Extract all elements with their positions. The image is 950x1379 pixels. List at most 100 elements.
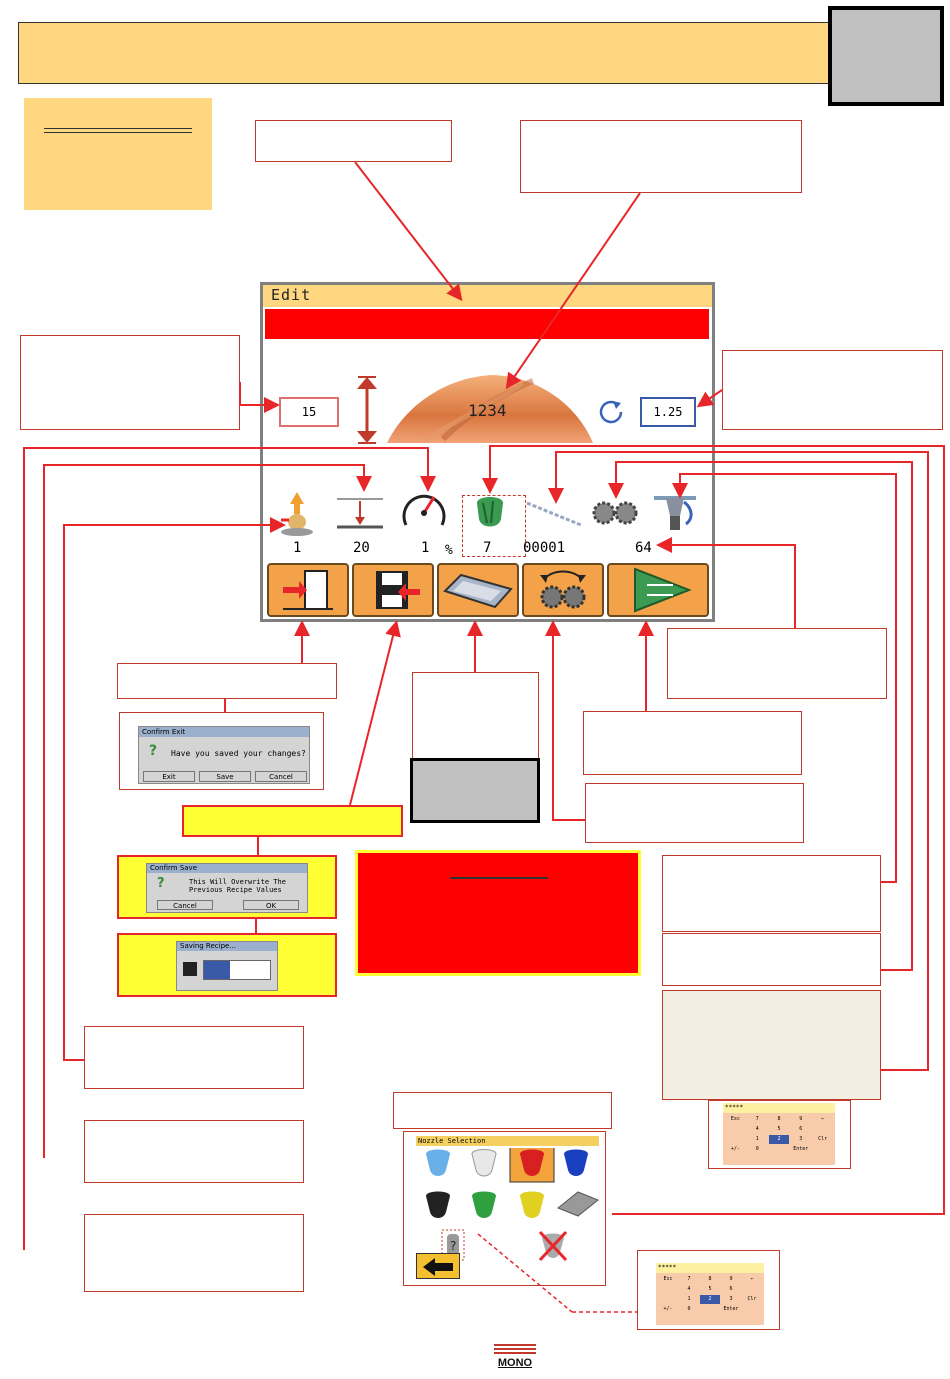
question-icon: ? — [149, 743, 158, 759]
keypad-key[interactable] — [658, 1285, 678, 1294]
svg-text:?: ? — [450, 1239, 456, 1253]
keypad-key[interactable] — [700, 1305, 720, 1314]
keypad-key[interactable] — [742, 1285, 762, 1294]
depositor-icon[interactable] — [279, 490, 315, 538]
height-level-icon[interactable] — [335, 485, 385, 533]
nozzle-blue-icon[interactable] — [564, 1149, 588, 1177]
save-dialog-cancel-button[interactable]: Cancel — [157, 900, 213, 910]
keypad-key[interactable]: Clr — [747, 1296, 757, 1302]
exit-dialog-exit-button[interactable]: Exit — [143, 771, 195, 782]
keypad-key[interactable]: Enter — [723, 1306, 739, 1312]
keypad-key[interactable]: 9 — [729, 1276, 733, 1282]
nozzle-white-icon[interactable] — [471, 1149, 497, 1177]
nozzle-none-icon[interactable] — [538, 1230, 568, 1262]
keypad-key[interactable]: 0 — [755, 1146, 759, 1152]
height-arrow-icon — [357, 376, 377, 444]
conveyor-icon[interactable] — [525, 499, 583, 529]
exit-dialog-save-button[interactable]: Save — [199, 771, 251, 782]
save-dialog-ok-label: OK — [265, 902, 277, 910]
keypad-key[interactable] — [725, 1125, 746, 1134]
keypad-key[interactable]: Clr — [818, 1136, 828, 1142]
save-dialog: Confirm Save ? This Will Overwrite The P… — [146, 863, 308, 913]
param-count-value: 64 — [635, 540, 652, 556]
nozzle-yellow-icon[interactable] — [520, 1191, 544, 1219]
speed-input[interactable]: 1.25 — [640, 397, 696, 427]
nozzle-head-icon[interactable] — [650, 490, 700, 534]
tray-button[interactable] — [437, 563, 519, 617]
exit-dialog-cancel-label: Cancel — [269, 773, 293, 781]
keypad-key[interactable]: 1 — [687, 1296, 691, 1302]
keypad-key[interactable]: 4 — [687, 1286, 691, 1292]
keypad-key[interactable] — [742, 1305, 762, 1314]
nozzle-title-bar: Nozzle Selection — [416, 1136, 599, 1146]
param-height-value: 20 — [353, 540, 370, 556]
keypad-key[interactable]: 8 — [777, 1116, 781, 1122]
save-dialog-line2: Previous Recipe Values — [189, 886, 282, 894]
nozzle-flat-icon[interactable] — [557, 1191, 599, 1217]
param-conveyor-value: 00001 — [523, 540, 566, 556]
keypad-key[interactable]: 8 — [708, 1276, 712, 1282]
keypad-key[interactable]: 0 — [687, 1306, 691, 1312]
nozzle-unknown-icon[interactable]: ? — [447, 1234, 459, 1256]
keypad-key[interactable]: 2 — [700, 1295, 720, 1304]
keypad-key[interactable]: 3 — [729, 1296, 733, 1302]
save-button[interactable] — [352, 563, 434, 617]
keypad-key[interactable]: 2 — [768, 1135, 790, 1144]
nozzle-black-icon[interactable] — [426, 1191, 450, 1219]
nozzle-light-blue-icon[interactable] — [426, 1149, 450, 1177]
header-gray-tab — [828, 6, 944, 106]
gauge-icon[interactable] — [400, 485, 448, 531]
keypad-key[interactable]: 6 — [799, 1126, 803, 1132]
keypad-key[interactable]: 1 — [755, 1136, 759, 1142]
keypad-key[interactable]: 9 — [799, 1116, 803, 1122]
keypad-key[interactable]: 7 — [755, 1116, 759, 1122]
keypad-key[interactable] — [812, 1145, 833, 1154]
keypad-small-grid: Esc 7 8 9 ← 4 5 6 1 2 3 Clr +/- 0 Enter — [656, 1273, 764, 1316]
saving-dialog-title: Saving Recipe... — [180, 942, 236, 950]
keypad-key[interactable]: 5 — [777, 1126, 781, 1132]
keypad-key[interactable]: ← — [750, 1276, 754, 1282]
keypad-key[interactable] — [658, 1295, 678, 1304]
nozzle-title: Nozzle Selection — [418, 1137, 486, 1145]
keypad-key[interactable] — [725, 1135, 746, 1144]
save-dialog-ok-button[interactable]: OK — [243, 900, 299, 910]
keypad-key[interactable]: 3 — [799, 1136, 803, 1142]
gears-icon[interactable] — [590, 497, 640, 529]
gears-button[interactable] — [522, 563, 604, 617]
saving-dialog-frame: Saving Recipe... — [117, 933, 337, 997]
nozzle-panel: Nozzle Selection ? — [403, 1131, 606, 1286]
nozzle-back-button[interactable] — [416, 1253, 460, 1279]
callout-param-count — [667, 628, 887, 699]
exit-button[interactable] — [267, 563, 349, 617]
param-nozzle-value: 7 — [483, 540, 492, 556]
keypad-key[interactable]: Esc — [730, 1116, 740, 1122]
nozzle-green-icon[interactable] — [472, 1191, 496, 1219]
keypad-key[interactable] — [769, 1145, 790, 1154]
keypad-key[interactable] — [812, 1125, 833, 1134]
save-dialog-cancel-label: Cancel — [173, 902, 197, 910]
save-yellow-label — [182, 805, 403, 837]
back-arrow-icon — [423, 1258, 453, 1276]
keypad-key[interactable]: 5 — [708, 1286, 712, 1292]
height-input[interactable]: 15 — [279, 397, 339, 427]
warning-box — [355, 850, 641, 976]
keypad-key[interactable]: Enter — [793, 1146, 809, 1152]
run-button[interactable] — [607, 563, 709, 617]
keypad-key[interactable]: Esc — [663, 1276, 673, 1282]
save-dialog-title: Confirm Save — [150, 864, 197, 872]
keypad-key[interactable]: 6 — [729, 1286, 733, 1292]
save-disk-icon — [376, 571, 420, 609]
keypad-key[interactable]: ← — [821, 1116, 825, 1122]
keypad-key[interactable]: 7 — [687, 1276, 691, 1282]
warning-underline — [450, 877, 548, 879]
callout-gears — [585, 783, 804, 843]
green-nozzle-icon[interactable] — [471, 493, 509, 533]
height-value: 15 — [301, 405, 317, 419]
keypad-key[interactable]: +/- — [730, 1146, 740, 1152]
keypad-key[interactable]: 4 — [755, 1126, 759, 1132]
exit-dialog-cancel-button[interactable]: Cancel — [255, 771, 307, 782]
keypad-key[interactable]: +/- — [663, 1306, 673, 1312]
